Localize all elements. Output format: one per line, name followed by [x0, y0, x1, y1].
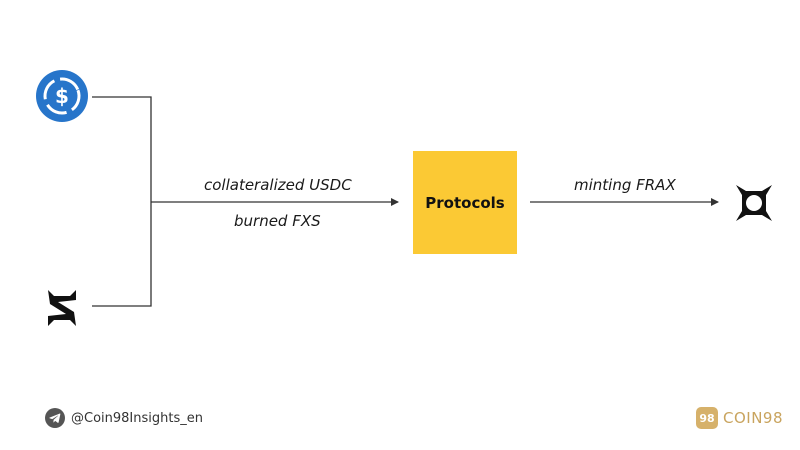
usdc-coin-icon: $	[36, 70, 88, 122]
fxs-token-icon	[48, 290, 76, 326]
frax-token-icon	[736, 185, 772, 221]
edge-label-burned: burned FXS	[234, 212, 321, 230]
usdc-connector	[92, 96, 152, 202]
brand-badge: 98	[696, 407, 718, 429]
social-handle-text: @Coin98Insights_en	[71, 410, 203, 426]
social-handle: @Coin98Insights_en	[45, 408, 203, 428]
telegram-icon	[45, 408, 65, 428]
brand-name: COIN98	[723, 409, 784, 427]
edge-label-collateralized: collateralized USDC	[204, 176, 352, 194]
protocols-node: Protocols	[413, 151, 517, 254]
protocols-label: Protocols	[425, 193, 505, 212]
edge-label-minting: minting FRAX	[574, 176, 676, 194]
fxs-connector	[92, 202, 152, 307]
brand-logo: 98 COIN98	[696, 407, 783, 429]
svg-text:$: $	[55, 84, 69, 108]
